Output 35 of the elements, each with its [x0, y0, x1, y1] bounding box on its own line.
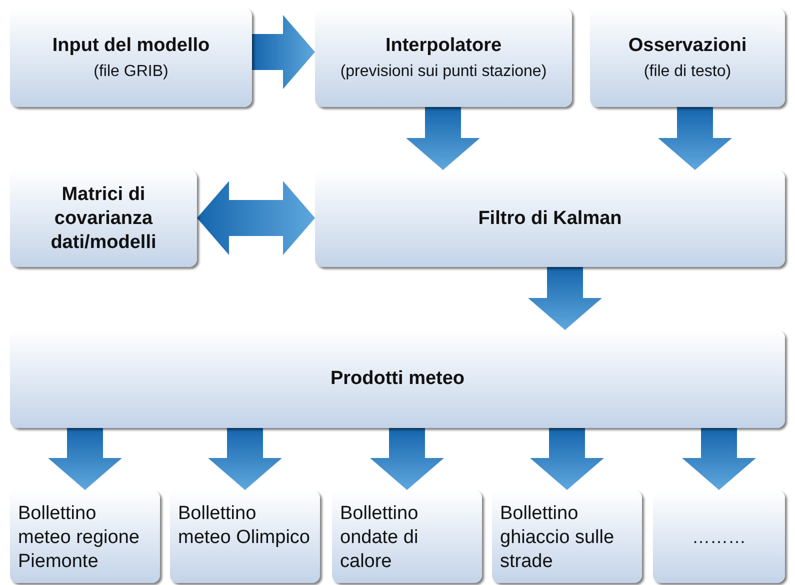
box-label: Bollettino meteo regione Piemonte [18, 502, 140, 574]
process-box [315, 170, 785, 267]
process-box [10, 8, 252, 107]
box-label: Bollettino ondate di calore [340, 502, 420, 574]
box-title: Interpolatore [385, 34, 502, 58]
box-title: Osservazioni [628, 34, 747, 58]
block-arrow [530, 428, 604, 490]
output-box [332, 490, 482, 583]
box-subtitle: (previsioni sui punti stazione) [340, 62, 547, 82]
output-box [492, 490, 642, 583]
output-box [170, 490, 320, 583]
block-arrow [682, 428, 756, 490]
block-arrow [197, 181, 315, 255]
block-arrow [208, 428, 282, 490]
process-box [10, 330, 785, 428]
box-subtitle: (file GRIB) [94, 62, 168, 82]
output-box [653, 490, 785, 583]
block-arrow [406, 107, 480, 170]
process-box [590, 8, 785, 107]
block-arrow [370, 428, 444, 490]
block-arrow [252, 15, 315, 89]
block-arrow [528, 267, 602, 330]
box-subtitle: (file di testo) [644, 62, 732, 82]
process-box [315, 8, 572, 107]
output-box [10, 490, 160, 583]
box-label: Matrici di covarianza dati/modelli [50, 182, 158, 254]
box-label: Filtro di Kalman [478, 206, 622, 230]
box-label: Bollettino ghiaccio sulle strade [500, 502, 616, 574]
box-label: Bollettino meteo Olimpico [178, 502, 310, 550]
box-title: Input del modello [52, 34, 210, 58]
block-arrow [48, 428, 122, 490]
process-box [10, 170, 197, 267]
block-arrow [658, 107, 732, 170]
box-label: ……… [692, 526, 746, 548]
box-label: Prodotti meteo [330, 367, 465, 391]
